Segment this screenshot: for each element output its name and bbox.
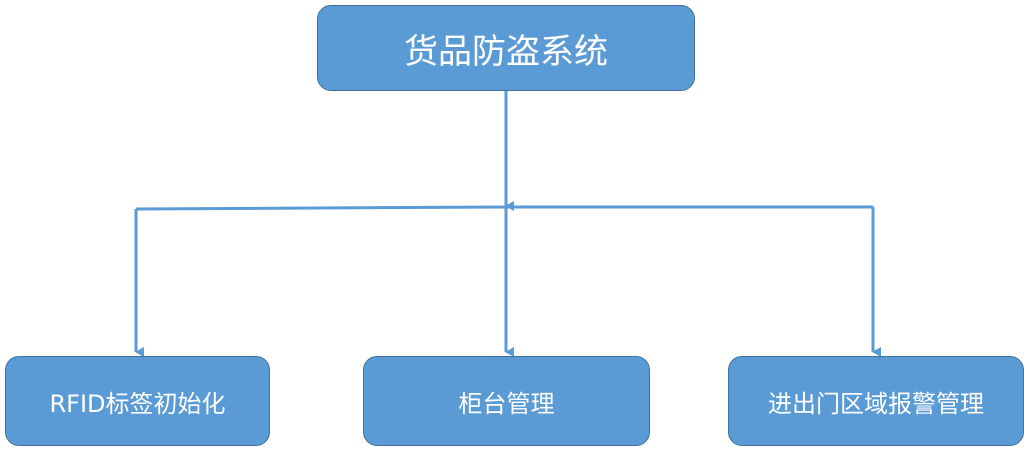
child-node-counter-management: 柜台管理 [363,356,650,446]
root-node-goods-anti-theft-system: 货品防盗系统 [317,5,695,91]
child-node-label: 进出门区域报警管理 [768,389,984,418]
child-node-rfid-tag-init: RFID标签初始化 [5,356,270,446]
child-node-label: 柜台管理 [458,389,555,418]
child-node-gate-area-alarm-management: 进出门区域报警管理 [728,356,1024,446]
child-node-label: RFID标签初始化 [49,389,226,418]
root-node-label: 货品防盗系统 [404,31,608,72]
